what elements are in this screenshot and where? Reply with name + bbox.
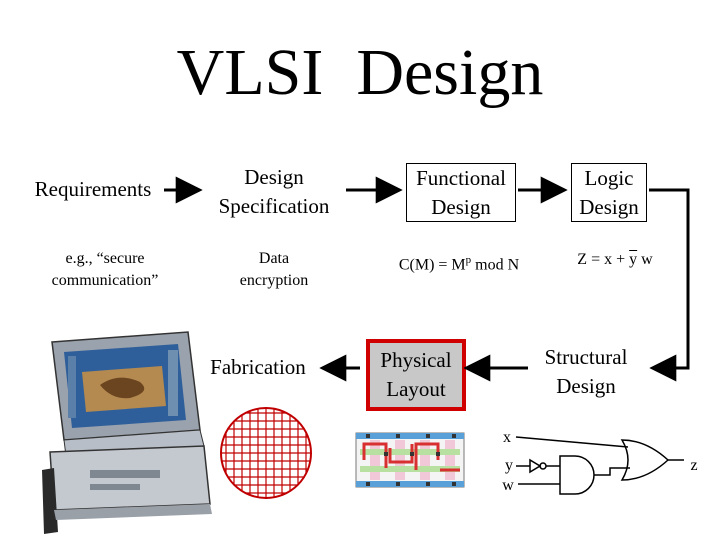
physical-layout-line-1: Physical xyxy=(380,348,452,372)
design-specification-block: Design Specification xyxy=(206,163,342,221)
spec-example-line-1: Data xyxy=(258,250,290,267)
logic-design-line-1: Logic xyxy=(584,166,634,190)
requirements-example: e.g., “secure communication” xyxy=(25,248,185,292)
logic-example-prefix: Z = x + xyxy=(577,251,630,268)
wafer-illustration xyxy=(220,407,312,499)
inverter-triangle xyxy=(529,458,542,474)
functional-example-base: C(M) = M xyxy=(398,256,466,274)
computer-illustration xyxy=(42,331,212,534)
design-spec-line-1: Design xyxy=(244,165,304,189)
logic-design-line-2: Design xyxy=(579,195,639,219)
structural-design-block: Structural Design xyxy=(534,343,638,401)
functional-design-block: Functional Design xyxy=(406,163,516,222)
or-gate xyxy=(620,439,670,481)
fabrication-label: Fabrication xyxy=(210,355,306,379)
wire-x xyxy=(515,436,629,448)
physical-layout-block: Physical Layout xyxy=(366,339,466,411)
logic-design-block: Logic Design xyxy=(571,163,647,222)
spec-example: Data encryption xyxy=(214,248,334,292)
structural-design-line-1: Structural xyxy=(544,345,628,369)
requirements-example-line-1: e.g., “secure xyxy=(65,250,145,267)
gate-input-w: w xyxy=(502,477,514,494)
logic-example: Z = x + y w xyxy=(555,249,675,271)
arrow-logic-to-structural xyxy=(649,188,690,382)
functional-design-line-2: Design xyxy=(431,195,491,219)
logic-example-overline: y xyxy=(629,251,638,268)
design-spec-line-2: Specification xyxy=(218,194,330,218)
gate-input-y: y xyxy=(505,457,513,474)
logic-gates xyxy=(515,436,684,495)
structural-design-line-2: Design xyxy=(556,374,616,398)
spec-example-line-2: encryption xyxy=(239,272,309,289)
functional-example: C(M) = Mp mod N xyxy=(374,249,544,276)
requirements-example-line-2: communication” xyxy=(51,272,159,289)
functional-example-rest: mod N xyxy=(471,256,520,274)
logic-example-suffix: w xyxy=(637,251,653,268)
page-title: VLSI Design xyxy=(176,36,544,109)
layout-illustration xyxy=(355,432,465,488)
functional-design-line-1: Functional xyxy=(416,166,506,190)
gate-output-z: z xyxy=(690,457,698,474)
functional-example-sup: p xyxy=(465,254,472,266)
wire-and-to-or xyxy=(594,467,630,476)
requirements-label: Requirements xyxy=(34,177,152,201)
and-gate xyxy=(559,455,595,495)
gate-input-x: x xyxy=(503,429,511,446)
physical-layout-line-2: Layout xyxy=(386,377,446,401)
